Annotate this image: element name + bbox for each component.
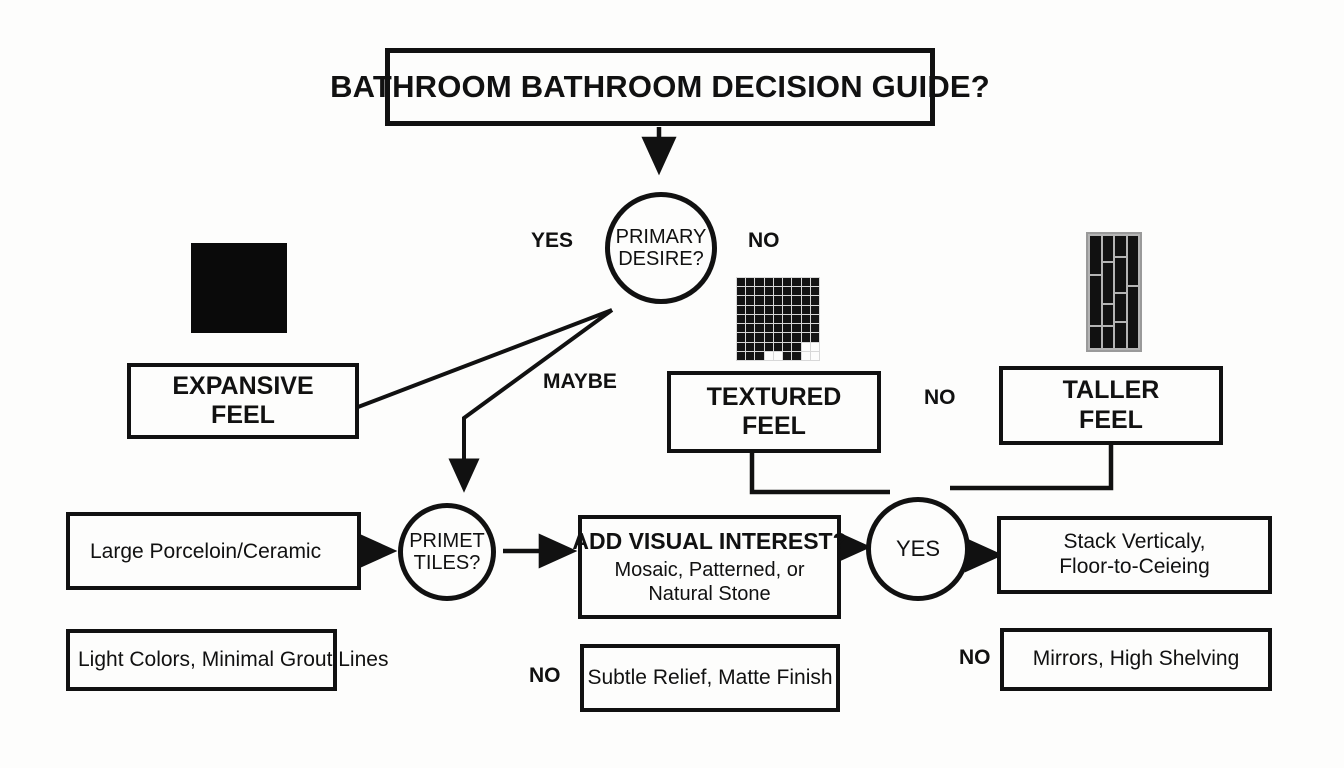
- solid-square-tile-icon: [191, 243, 287, 333]
- edge-label-no-mirrors: NO: [959, 646, 991, 669]
- node-expansive-feel[interactable]: EXPANSIVE FEEL: [127, 363, 359, 439]
- page-title: BATHROOM BATHROOM DECISION GUIDE?: [330, 68, 990, 104]
- edge-label-maybe: MAYBE: [543, 370, 617, 393]
- large-porcelain-label: Large Porceloin/Ceramic: [90, 540, 322, 563]
- vertical-plank-tile-icon: [1086, 232, 1142, 352]
- node-add-visual-interest[interactable]: ADD VISUAL INTEREST? Mosaic, Patterned, …: [572, 515, 847, 619]
- edge-label-no-subtle: NO: [529, 664, 561, 687]
- textured-feel-label-2: FEEL: [742, 412, 806, 440]
- expansive-feel-label-1: EXPANSIVE: [172, 371, 314, 400]
- node-mirrors-shelving[interactable]: Mirrors, High Shelving: [1000, 628, 1272, 691]
- edge-label-yes-left: YES: [531, 229, 574, 252]
- header-node[interactable]: BATHROOM BATHROOM DECISION GUIDE?: [330, 48, 990, 126]
- edge-primary-desire-to-primet-tiles: [448, 308, 614, 493]
- node-large-porcelain[interactable]: [66, 512, 361, 590]
- taller-feel-label-1: TALLER: [1062, 376, 1160, 404]
- edge-taller-feel-to-yes: [950, 445, 1114, 491]
- node-light-colors[interactable]: [66, 629, 337, 691]
- add-visual-interest-body-2: Natural Stone: [648, 583, 771, 605]
- mosaic-grid-tile-icon: [736, 277, 820, 361]
- edge-label-no-taller: NO: [924, 386, 956, 409]
- decision-yes[interactable]: YES: [866, 497, 970, 601]
- primary-desire-label-2: DESIRE?: [618, 248, 704, 270]
- subtle-relief-label: Subtle Relief, Matte Finish: [587, 665, 833, 689]
- add-visual-interest-body-1: Mosaic, Patterned, or: [614, 559, 805, 581]
- taller-feel-label-2: FEEL: [1079, 405, 1143, 434]
- mirrors-shelving-label: Mirrors, High Shelving: [1032, 647, 1240, 671]
- add-visual-interest-heading: ADD VISUAL INTEREST?: [572, 528, 847, 554]
- primary-desire-label-1: PRIMARY: [615, 225, 707, 248]
- edge-label-no-top-right: NO: [748, 229, 780, 252]
- edge-textured-feel-to-yes: [749, 453, 890, 495]
- expansive-feel-label-2: FEEL: [211, 401, 275, 429]
- node-subtle-relief[interactable]: Subtle Relief, Matte Finish: [580, 644, 840, 712]
- primet-tiles-label-2: TILES?: [413, 552, 481, 574]
- stack-vertically-label-2: Floor-to-Ceieing: [1059, 555, 1210, 578]
- node-stack-vertically[interactable]: Stack Verticaly, Floor-to-Ceieing: [997, 516, 1272, 594]
- decision-primary-desire[interactable]: PRIMARY DESIRE?: [605, 192, 717, 304]
- decision-primet-tiles[interactable]: PRIMET TILES?: [398, 503, 496, 601]
- node-taller-feel[interactable]: TALLER FEEL: [999, 366, 1223, 445]
- primet-tiles-label-1: PRIMET: [409, 529, 485, 552]
- node-textured-feel[interactable]: TEXTURED FEEL: [667, 371, 881, 453]
- light-colors-label: Light Colors, Minimal Grout Lines: [78, 648, 389, 671]
- textured-feel-label-1: TEXTURED: [706, 382, 842, 411]
- yes-decision-label: YES: [895, 535, 941, 561]
- stack-vertically-label-1: Stack Verticaly,: [1063, 530, 1206, 554]
